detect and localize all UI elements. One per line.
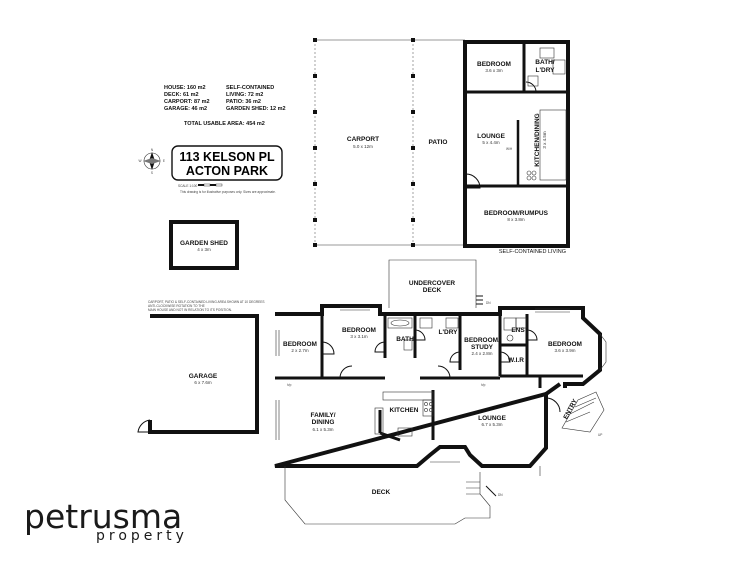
sc-wh: W/H [506,147,513,151]
entry-label: ENTRY [562,397,579,420]
sc-lounge-dim: 5 x 4.4m [482,140,500,145]
legend-house: HOUSE: 160 m2 [164,85,206,91]
study-label-2: STUDY [471,344,494,351]
bath-label: BATH [396,336,414,343]
main-house: UNDERCOVER DECK DN [274,259,607,525]
study-label-1: BEDROOM/ [464,337,500,344]
family-label-1: FAMILY/ [310,412,335,419]
legend-living: LIVING: 72 m2 [226,92,263,98]
brand-logo-sub: property [96,528,188,544]
legend-carport: CARPORT: 87 m2 [164,99,210,105]
legend-total: TOTAL USABLE AREA: 454 m2 [184,121,265,127]
family-label-2: DINING [312,419,335,426]
sc-lounge-label: LOUNGE [477,133,505,140]
undercover-label-1: UNDERCOVER [409,280,456,287]
garage-note-3: MAIN HOUSE AND NOT IN RELATION TO ITS PO… [148,308,232,312]
hp-east: h/p [481,383,486,387]
shed-label: GARDEN SHED [180,240,228,247]
area-legend: HOUSE: 160 m2 DECK: 61 m2 CARPORT: 87 m2… [164,85,286,127]
wir-label: W.I.R [508,357,524,364]
ens-label: ENS [511,327,525,334]
entry-up: UP [598,433,602,437]
garden-shed: GARDEN SHED 4 x 3m [169,220,239,270]
disclaimer: This drawing is for illustrative purpose… [180,190,276,194]
sc-kitchen-label: KITCHEN/DINING [534,113,541,166]
undercover-label-2: DECK [423,287,442,294]
sc-bedroom-label: BEDROOM [477,61,511,68]
compass-s: S [151,171,153,175]
lounge-dim: 6.7 x 5.3m [481,422,502,427]
family-dim: 6.1 x 5.3m [312,427,333,432]
carport-dim: 5.0 x 12m [353,144,373,149]
lounge-label: LOUNGE [478,415,506,422]
bedroom-center-label: BEDROOM [342,327,376,334]
bedroom-center-dim: 3 x 3.1m [350,334,368,339]
legend-garden-shed: GARDEN SHED: 12 m2 [226,106,286,112]
hp-west: h/p [287,383,292,387]
sc-caption: SELF-CONTAINED LIVING [499,249,566,255]
sc-kitchen-dim: 3 x 4.5m [542,131,547,149]
legend-deck: DECK: 61 m2 [164,92,199,98]
sc-rumpus-label: BEDROOM/RUMPUS [484,210,549,217]
sc-bath-label-2: L'DRY [536,67,556,74]
legend-patio: PATIO: 36 m2 [226,99,261,105]
address-line-1: 113 KELSON PL [179,150,275,164]
bedroom-west-label: BEDROOM [283,341,317,348]
sc-bedroom-dim: 3.6 x 3m [485,68,503,73]
address-box: 113 KELSON PL ACTON PARK [171,145,283,181]
bedroom-west-dim: 2 x 2.7m [291,348,309,353]
self-contained-plan: CARPORT 5.0 x 12m PATIO BEDROOM 3.6 x 3m… [313,38,570,255]
carport-label: CARPORT [347,136,379,143]
scale-label: SCALE 1:100 [178,184,198,188]
legend-garage: GARAGE: 46 m2 [164,106,207,112]
undercover-dn: DN [486,301,491,305]
bedroom-east-dim: 3.6 x 3.9m [554,348,575,353]
kitchen-label: KITCHEN [390,407,419,414]
compass-e: E [163,159,165,163]
legend-sc-heading: SELF-CONTAINED [226,85,274,91]
garage-note-1: CARPORT, PATIO & SELF-CONTAINED LIVING A… [148,300,265,304]
deck-dn: DN [498,493,503,497]
compass-n: N [151,148,154,152]
scale-bar: SCALE 1:100 This drawing is for illustra… [178,183,276,194]
shed-dim: 4 x 3m [197,247,211,252]
study-dim: 2.4 x 2.8m [471,351,492,356]
bedroom-east-label: BEDROOM [548,341,582,348]
sc-bath-label-1: BATH/ [535,59,555,66]
ldry-label: L'DRY [439,329,459,336]
garage-note-2: ANTI-CLOCKWISE ROTATION TO THE [148,304,205,308]
compass-icon: N S E W [138,148,165,175]
compass-w: W [138,159,141,163]
garage-label: GARAGE [189,373,218,380]
deck-label: DECK [372,489,391,496]
garage-dim: 6 x 7.6m [194,380,212,385]
garage: CARPORT, PATIO & SELF-CONTAINED LIVING A… [137,300,265,434]
sc-rumpus-dim: 8 x 3.8m [507,217,525,222]
brand-logo-name: petrusma [24,497,183,536]
patio-label: PATIO [429,139,448,146]
address-line-2: ACTON PARK [186,164,268,178]
